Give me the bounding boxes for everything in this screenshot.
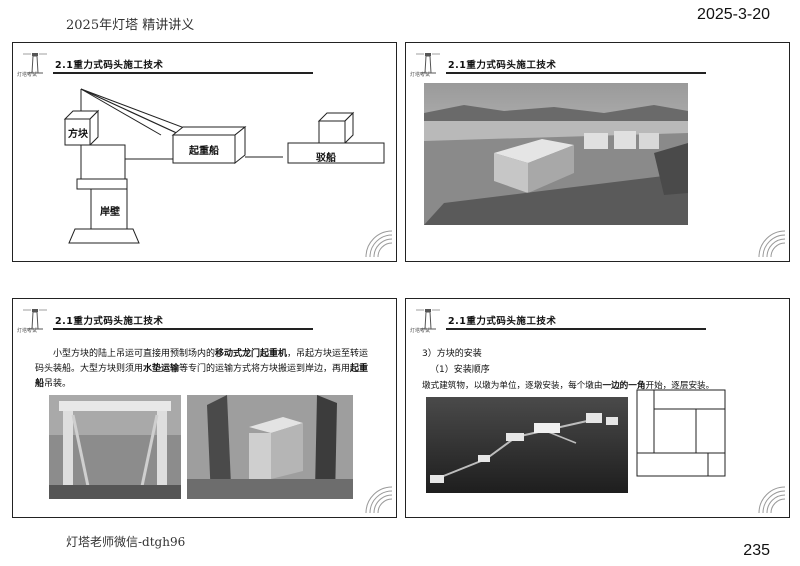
block-shape <box>63 109 100 147</box>
swirl-decoration-icon <box>365 230 393 258</box>
header-title: 2025年灯塔 精讲讲义 <box>66 18 195 33</box>
swirl-decoration-icon <box>758 230 786 258</box>
quay-wall-shape <box>68 144 140 244</box>
crane-ship-shape <box>171 125 247 165</box>
bold-gantry-crane: 移动式龙门起重机 <box>215 349 288 359</box>
crane-diagram <box>63 88 385 244</box>
installation-heading: 3）方块的安装 <box>422 349 482 359</box>
bold-crane-ship: 起重船 <box>35 364 369 389</box>
slide-transport: 灯塔考试 2.1重力式码头施工技术 小型方块的陆上吊运可直接用预制场内的移动式龙… <box>12 298 397 518</box>
logo-text: 灯塔考试 <box>17 72 38 78</box>
footer-contact: 灯塔老师微信-dtgh96 <box>66 535 186 549</box>
crane-ship-label: 起重船 <box>189 146 219 157</box>
slide-title: 2.1重力式码头施工技术 <box>55 316 164 327</box>
water-cushion-photo <box>187 395 353 499</box>
title-underline <box>446 72 706 74</box>
transport-paragraph: 小型方块的陆上吊运可直接用预制场内的移动式龙门起重机，吊起方块运至转运码头装船。… <box>35 349 369 389</box>
title-underline <box>53 328 313 330</box>
installation-subheading: （1）安装顺序 <box>430 365 490 375</box>
pier-aerial-photo <box>426 397 628 493</box>
slide-title: 2.1重力式码头施工技术 <box>55 60 164 71</box>
quay-wall-label: 岸壁 <box>100 207 120 218</box>
block-label: 方块 <box>68 129 88 140</box>
title-underline <box>446 328 706 330</box>
lighthouse-logo-icon <box>416 53 440 74</box>
slide-photo-blocks: 灯塔考试 2.1重力式码头施工技术 <box>405 42 790 262</box>
swirl-decoration-icon <box>365 486 393 514</box>
block-yard-photo <box>424 83 688 225</box>
placement-sequence-diagram <box>636 389 726 477</box>
page-number: 235 <box>743 542 770 559</box>
bold-water-cushion: 水垫运输 <box>143 364 180 374</box>
lighthouse-logo-icon <box>23 53 47 74</box>
barge-shape <box>287 111 385 164</box>
installation-paragraph: 墩式建筑物，以墩为单位，逐墩安装，每个墩由一边的一角开始，逐层安装。 <box>422 381 715 391</box>
slide-title: 2.1重力式码头施工技术 <box>448 316 557 327</box>
barge-label: 驳船 <box>316 153 336 164</box>
title-underline <box>53 72 313 74</box>
lighthouse-logo-icon <box>23 309 47 330</box>
slide-diagram: 灯塔考试 2.1重力式码头施工技术 <box>12 42 397 262</box>
logo-text: 灯塔考试 <box>410 328 431 334</box>
logo-text: 灯塔考试 <box>17 328 38 334</box>
gantry-crane-photo <box>49 395 181 499</box>
slide-title: 2.1重力式码头施工技术 <box>448 60 557 71</box>
lighthouse-logo-icon <box>416 309 440 330</box>
swirl-decoration-icon <box>758 486 786 514</box>
slide-installation: 灯塔考试 2.1重力式码头施工技术 3）方块的安装 （1）安装顺序 墩式建筑物，… <box>405 298 790 518</box>
bold-one-corner: 一边的一角 <box>602 381 646 391</box>
header-date: 2025-3-20 <box>697 6 770 23</box>
logo-text: 灯塔考试 <box>410 72 431 78</box>
